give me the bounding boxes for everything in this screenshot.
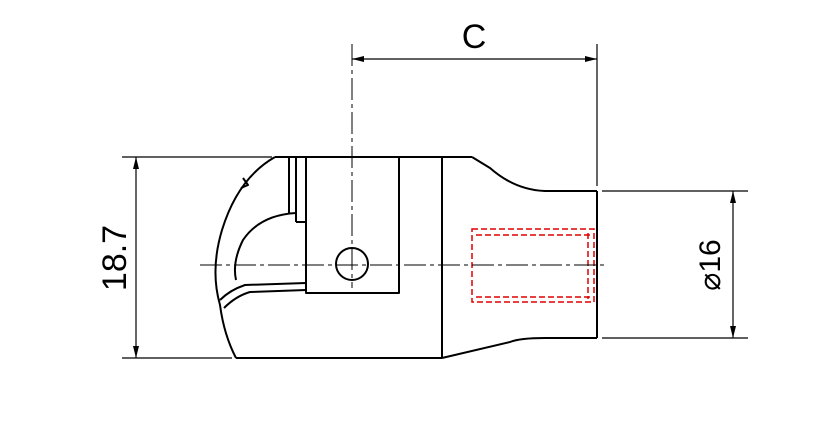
dimension-diameter bbox=[602, 190, 748, 339]
shank-top-transition bbox=[471, 156, 597, 192]
jaw-arc bbox=[233, 212, 297, 281]
dimension-diameter-label: ⌀16 bbox=[694, 239, 727, 290]
dimension-height bbox=[122, 156, 272, 359]
center-lines bbox=[200, 44, 606, 288]
dimension-height-label: 18.7 bbox=[96, 225, 134, 291]
lower-jaw-line bbox=[219, 282, 307, 301]
dimension-c-label: C bbox=[462, 18, 487, 56]
lower-jaw-line-2 bbox=[223, 289, 307, 309]
left-notch bbox=[240, 177, 249, 189]
shank-bottom-transition bbox=[441, 337, 597, 359]
part-outline bbox=[214, 156, 598, 359]
dimension-c bbox=[352, 44, 598, 186]
